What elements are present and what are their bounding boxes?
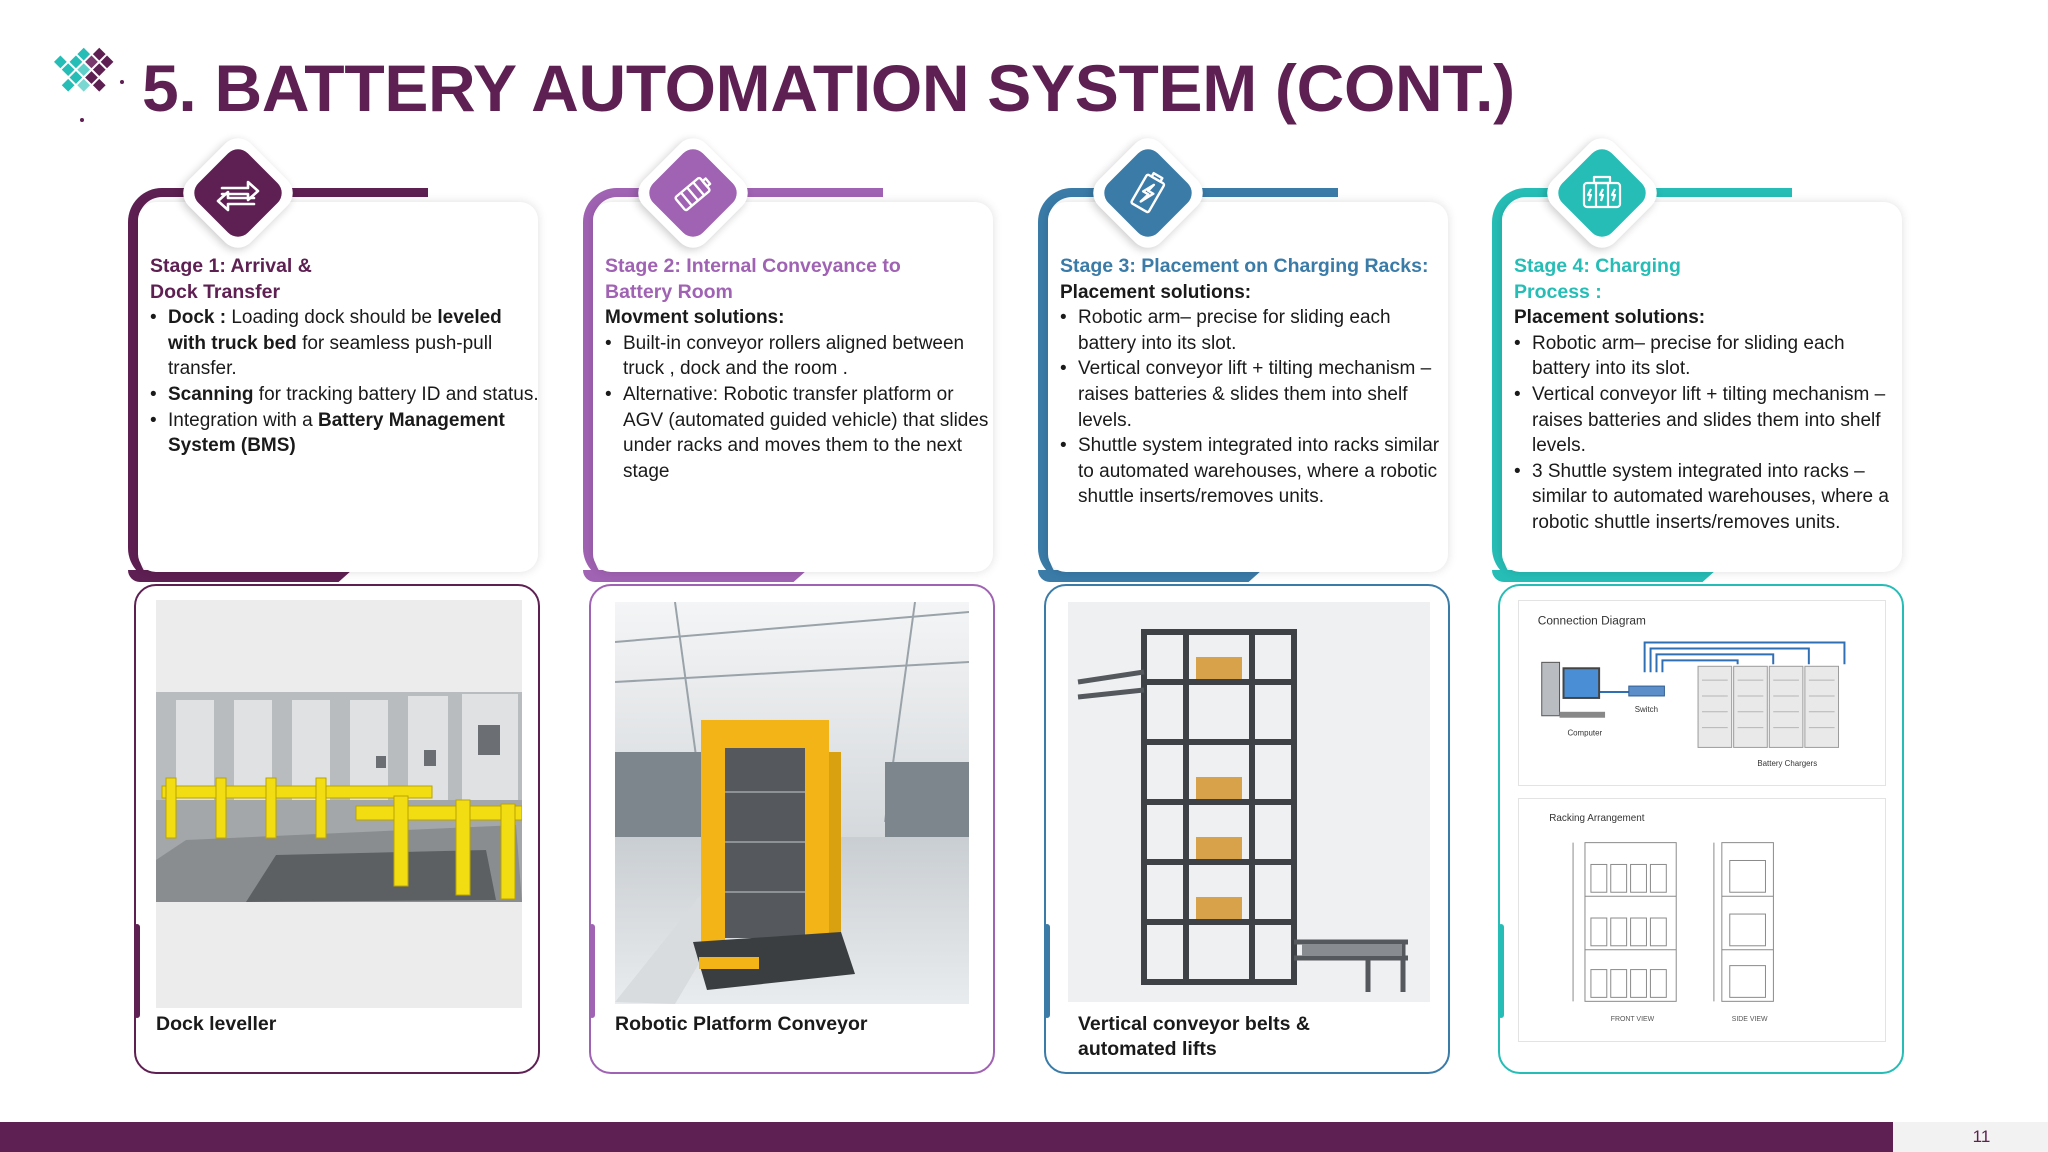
stage-3-heading: Stage 3: Placement on Charging Racks:: [1060, 255, 1429, 277]
stage-1-panel: Stage 1: Arrival & Dock Transfer Dock : …: [128, 130, 598, 1075]
page-number: 11: [1893, 1122, 2048, 1152]
stage-1-image-card: Dock leveller: [134, 584, 540, 1074]
racking-diagram-title: Racking Arrangement: [1549, 813, 1645, 824]
stage-1-heading: Stage 1: Arrival & Dock Transfer: [150, 255, 312, 303]
switch-label: Switch: [1635, 705, 1658, 714]
battery-charging-icon: [1130, 171, 1166, 214]
swap-arrows-icon: [216, 180, 260, 212]
dock-leveller-photo: [156, 600, 522, 1008]
list-item: Vertical conveyor lift + tilting mechani…: [1060, 356, 1450, 433]
stage-2-bullet-list: Built-in conveyor rollers aligned betwee…: [605, 331, 995, 485]
stage-4-bullet-list: Robotic arm– precise for sliding each ba…: [1514, 331, 1904, 536]
page-title: 5. BATTERY AUTOMATION SYSTEM (CONT.): [142, 51, 1515, 125]
stage-2-subheading: Movment solutions:: [605, 307, 785, 329]
stage-1-caption: Dock leveller: [156, 1013, 277, 1035]
stage-2-description: Stage 2: Internal Conveyance to Battery …: [605, 254, 995, 484]
stage-3-subheading: Placement solutions:: [1060, 281, 1252, 303]
stage-1-description: Stage 1: Arrival & Dock Transfer Dock : …: [150, 254, 540, 459]
footer-bar: [0, 1122, 1893, 1152]
stage-2-heading: Stage 2: Internal Conveyance to Battery …: [605, 255, 901, 303]
list-item: Alternative: Robotic transfer platform o…: [605, 382, 995, 484]
list-item: Built-in conveyor rollers aligned betwee…: [605, 331, 995, 382]
racking-arrangement-diagram: Racking Arrangement FRONT VIEW SIDE VIEW: [1518, 798, 1886, 1042]
stage-3-image-card: Vertical conveyor belts & automated lift…: [1044, 584, 1450, 1074]
vertical-lift-photo: [1068, 602, 1430, 1002]
list-item: Scanning for tracking battery ID and sta…: [150, 382, 540, 408]
stage-2-caption: Robotic Platform Conveyor: [615, 1013, 868, 1035]
list-item: Robotic arm– precise for sliding each ba…: [1060, 305, 1450, 356]
company-logo: [54, 47, 124, 122]
list-item: Dock : Loading dock should be leveled wi…: [150, 305, 540, 382]
stage-2-panel: Stage 2: Internal Conveyance to Battery …: [583, 130, 1053, 1075]
stage-3-description: Stage 3: Placement on Charging Racks: Pl…: [1060, 254, 1450, 510]
stage-4-panel: Stage 4: Charging Process : Placement so…: [1492, 130, 1962, 1075]
stage-2-image-card: Robotic Platform Conveyor: [589, 584, 995, 1074]
front-view-label: FRONT VIEW: [1611, 1016, 1655, 1023]
stage-3-caption: Vertical conveyor belts & automated lift…: [1078, 1013, 1310, 1060]
battery-icon: [674, 176, 712, 212]
stage-4-accent-bar: [1492, 570, 1716, 582]
list-item: Robotic arm– precise for sliding each ba…: [1514, 331, 1904, 382]
charging-station-icon: [1582, 175, 1622, 209]
connection-diagram: Connection Diagram Computer Switch: [1518, 600, 1886, 786]
stage-1-accent-bar: [128, 570, 352, 582]
stage-4-subheading: Placement solutions:: [1514, 307, 1706, 329]
robotic-platform-photo: [615, 602, 969, 1004]
connection-diagram-title: Connection Diagram: [1538, 614, 1646, 628]
stage-4-description: Stage 4: Charging Process : Placement so…: [1514, 254, 1904, 536]
list-item: Integration with a Battery Management Sy…: [150, 408, 540, 459]
stage-3-accent-bar: [1038, 570, 1262, 582]
stage-1-bullet-list: Dock : Loading dock should be leveled wi…: [150, 305, 540, 459]
list-item: Vertical conveyor lift + tilting mechani…: [1514, 382, 1904, 459]
stage-2-accent-bar: [583, 570, 807, 582]
computer-label: Computer: [1567, 729, 1602, 738]
stage-4-image-card: Connection Diagram Computer Switch: [1498, 584, 1904, 1074]
list-item: Shuttle system integrated into racks sim…: [1060, 433, 1450, 510]
stage-4-heading: Stage 4: Charging Process :: [1514, 255, 1681, 303]
stage-3-panel: Stage 3: Placement on Charging Racks: Pl…: [1038, 130, 1508, 1075]
stage-3-bullet-list: Robotic arm– precise for sliding each ba…: [1060, 305, 1450, 510]
chargers-label: Battery Chargers: [1757, 759, 1817, 768]
side-view-label: SIDE VIEW: [1732, 1016, 1768, 1023]
list-item: 3 Shuttle system integrated into racks –…: [1514, 459, 1904, 536]
